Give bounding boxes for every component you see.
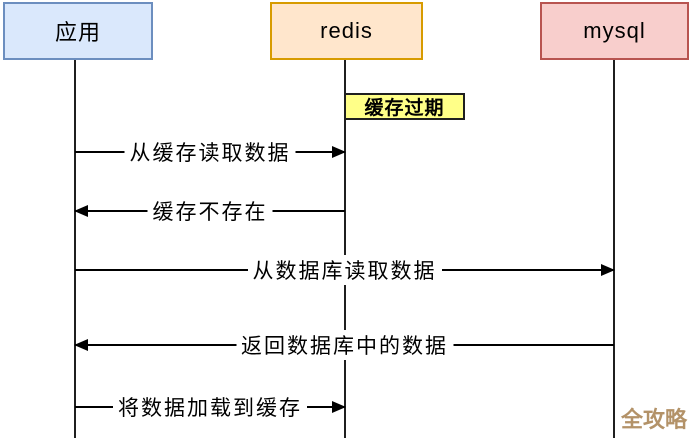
lifeline-redis	[344, 60, 346, 438]
arrowhead-left-icon	[74, 339, 88, 351]
actor-label-mysql: mysql	[583, 18, 646, 43]
actor-box-mysql: mysql	[540, 2, 689, 60]
lifeline-mysql	[613, 60, 615, 438]
arrowhead-right-icon	[332, 401, 346, 413]
actor-box-redis: redis	[270, 2, 423, 60]
watermark-quangonglue: 全攻略	[621, 407, 688, 432]
message-label: 从缓存读取数据	[124, 137, 296, 167]
message-label: 缓存不存在	[147, 196, 273, 226]
message-label: 将数据加载到缓存	[113, 392, 307, 422]
actor-box-app: 应用	[3, 2, 153, 60]
actor-label-app: 应用	[54, 20, 101, 45]
note-cache-expired: 缓存过期	[344, 93, 465, 120]
message-label: 返回数据库中的数据	[236, 330, 453, 360]
message-label: 从数据库读取数据	[247, 255, 442, 285]
note-label: 缓存过期	[364, 98, 445, 119]
arrowhead-left-icon	[74, 205, 88, 217]
actor-label-redis: redis	[320, 18, 373, 43]
arrowhead-right-icon	[332, 146, 346, 158]
lifeline-app	[74, 60, 76, 438]
arrowhead-right-icon	[601, 264, 615, 276]
